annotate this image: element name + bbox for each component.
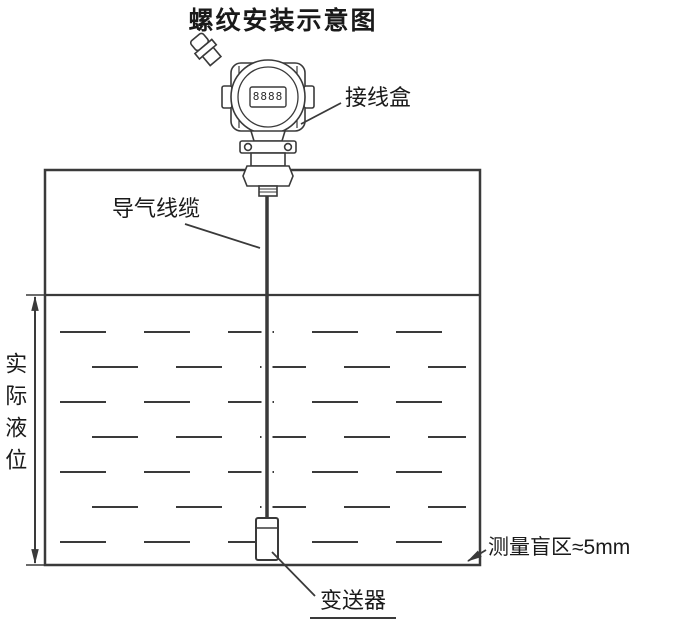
cable-gland xyxy=(189,32,223,67)
housing-neck xyxy=(249,130,287,142)
label-actual-level: 实际液位 xyxy=(2,352,28,480)
label-blind-zone: 测量盲区≈5mm xyxy=(488,536,631,559)
leader-air-cable xyxy=(184,223,261,249)
label-air-cable: 导气线缆 xyxy=(112,196,201,221)
hex-nut xyxy=(242,165,294,187)
leader-transmitter xyxy=(271,551,316,597)
probe-body xyxy=(255,517,279,561)
leader-junction-box xyxy=(300,102,342,125)
transmitter-head xyxy=(189,32,315,197)
flange-bolt-left xyxy=(243,142,253,152)
label-junction-box: 接线盒 xyxy=(345,85,412,110)
label-transmitter: 变送器 xyxy=(310,588,397,620)
diagram-title: 螺纹安装示意图 xyxy=(188,7,378,35)
flange-bolt-right xyxy=(283,142,293,152)
lcd-display-value: 8888 xyxy=(252,90,284,103)
lcd-window xyxy=(249,86,287,108)
thread-stub xyxy=(258,185,278,197)
leader-blind-zone xyxy=(467,549,487,562)
connector-block xyxy=(250,152,286,167)
